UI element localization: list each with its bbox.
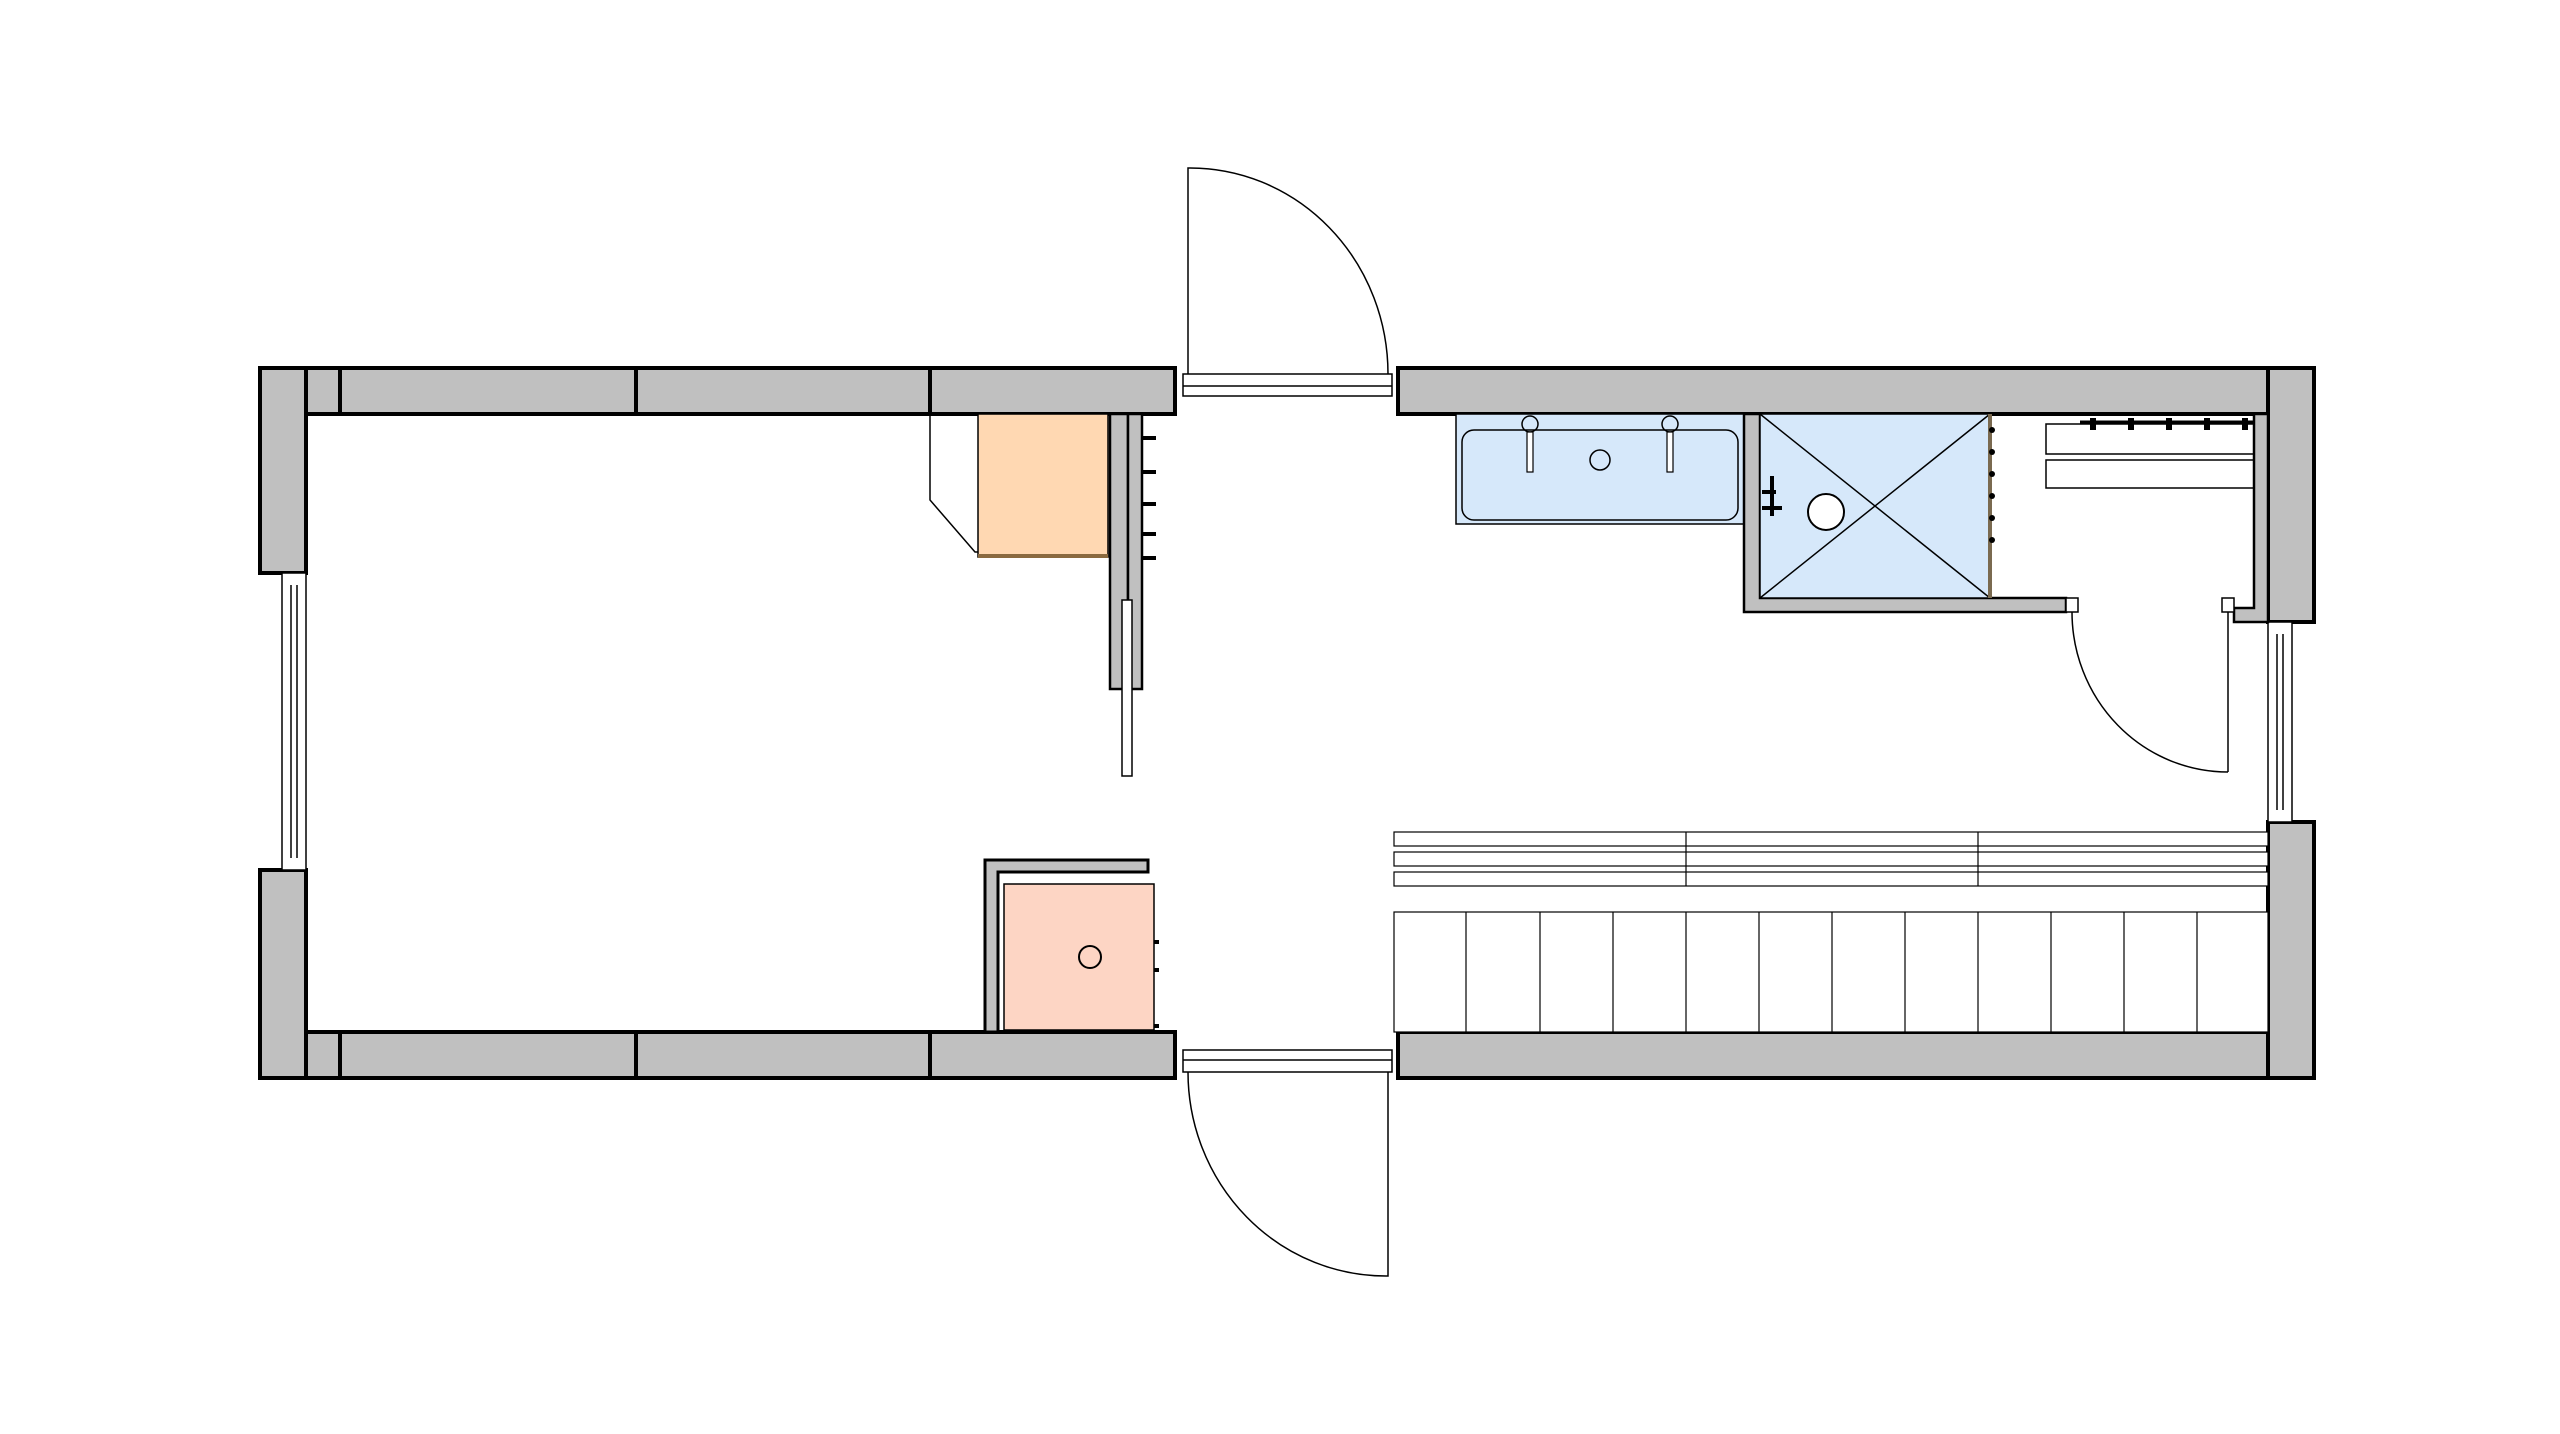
- wall-east-upper: [2266, 366, 2316, 624]
- burner-icon: [1078, 945, 1102, 969]
- wall-north-west: [258, 366, 1177, 416]
- wall-west-upper: [258, 366, 308, 575]
- kitchen-cabinet: [929, 413, 1109, 558]
- wall-east-lower: [2266, 820, 2316, 1080]
- south-entry-door: [1182, 1049, 1393, 1277]
- west-window: [281, 572, 307, 871]
- kitchen-counter: [1393, 831, 2269, 1033]
- wall-panel-joints: [338, 368, 932, 1078]
- wall-south-east: [1396, 1030, 2316, 1080]
- wall-north-east: [1396, 366, 2316, 416]
- drain-icon: [1589, 449, 1611, 471]
- stove-appliance: [1003, 883, 1159, 1031]
- closet-wall: [2065, 412, 2270, 624]
- wall-south-west: [258, 1030, 1177, 1080]
- shower-valve-icon: [1762, 476, 1782, 516]
- bathroom-vanity: [1455, 413, 1745, 525]
- shower-drain-icon: [1807, 493, 1845, 531]
- shower-curtain-hooks: [1989, 427, 1995, 543]
- faucet-icon: [1521, 415, 1679, 473]
- closet-shelving: [2045, 418, 2269, 489]
- wall-west-lower: [258, 868, 308, 1080]
- appliance-enclosure: [983, 858, 1150, 1034]
- exterior-walls: [258, 366, 2316, 1080]
- kitchen-partition: [1108, 412, 1156, 777]
- shower: [1759, 413, 1995, 599]
- north-entry-door: [1182, 167, 1393, 397]
- closet-door: [2071, 611, 2229, 773]
- east-window: [2267, 621, 2293, 823]
